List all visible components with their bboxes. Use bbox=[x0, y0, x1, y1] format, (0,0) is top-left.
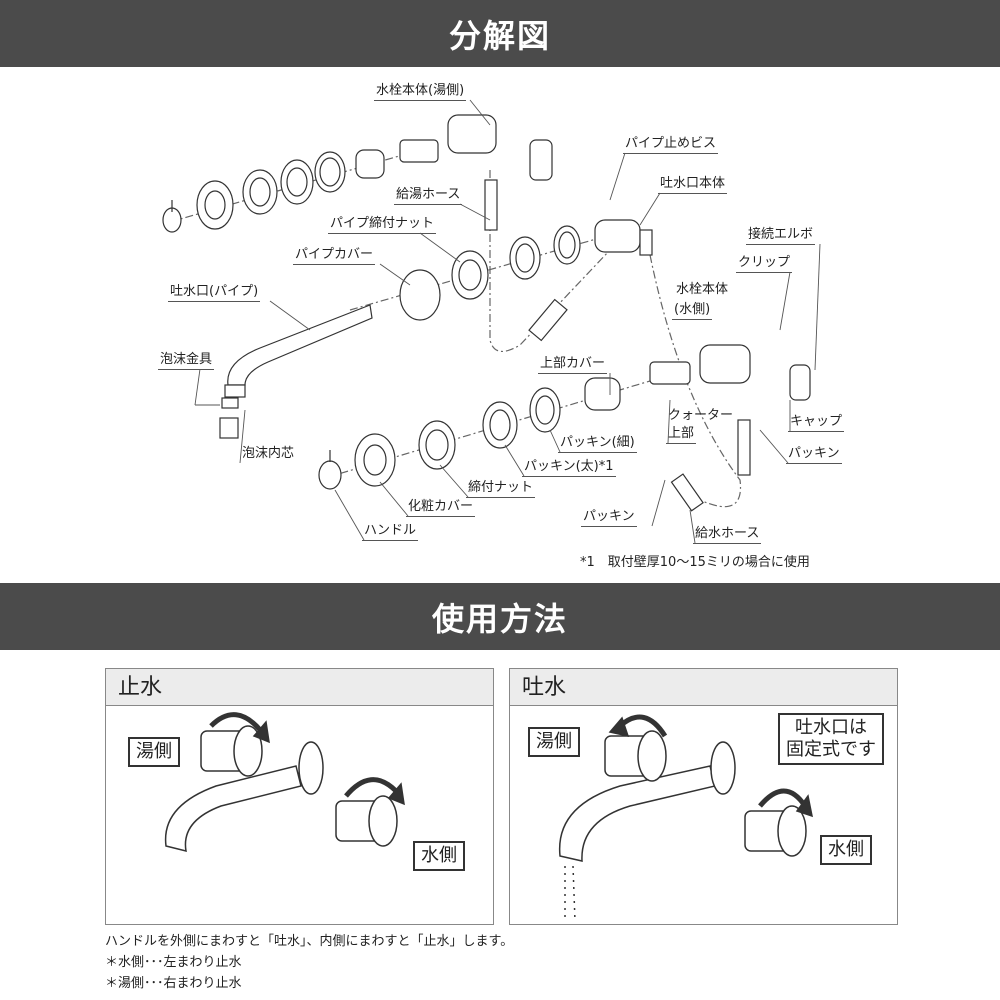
section-header-usage: 使用方法 bbox=[0, 583, 1000, 650]
stop-illustration bbox=[164, 712, 405, 853]
label-nut: 締付ナット bbox=[466, 480, 536, 498]
tag-fixed-spout: 吐水口は 固定式です bbox=[778, 713, 884, 765]
footnote: *1 取付壁厚10～15ミリの場合に使用 bbox=[580, 555, 810, 570]
panel-stop: 止水 湯側 水側 bbox=[105, 668, 494, 925]
label-elbow: 接続エルボ bbox=[746, 227, 816, 245]
tag-hot-side: 湯側 bbox=[528, 727, 580, 757]
flow-illustration bbox=[558, 714, 813, 922]
hot-side-parts bbox=[162, 114, 553, 233]
label-cold-body-side: (水側) bbox=[672, 302, 713, 320]
label-packing-right: パッキン bbox=[786, 446, 842, 464]
label-pipe-nut: パイプ締付ナット bbox=[328, 216, 437, 234]
usage-note: ハンドルを外側にまわすと「吐水」、内側にまわすと「止水」します。 bbox=[105, 934, 514, 949]
label-spout-body: 吐水口本体 bbox=[658, 176, 728, 194]
label-cold-body: 水栓本体 bbox=[676, 282, 729, 297]
label-aerator-core: 泡沫内芯 bbox=[242, 446, 295, 461]
panel-flow-title: 吐水 bbox=[510, 669, 897, 706]
label-quarter: クォーター bbox=[668, 408, 734, 423]
cold-side-parts bbox=[318, 344, 811, 512]
tag-cold-side: 水側 bbox=[413, 841, 465, 871]
label-handle: ハンドル bbox=[362, 523, 419, 541]
label-spout-pipe: 吐水口(パイプ) bbox=[168, 284, 261, 302]
fixed-line-1: 吐水口は bbox=[795, 717, 867, 738]
usage-note-cold: ＊水側･･･左まわり止水 bbox=[105, 955, 242, 970]
label-packing-thin: パッキン(細) bbox=[558, 435, 637, 453]
fixed-line-2: 固定式です bbox=[786, 739, 876, 760]
label-packing-thick: パッキン(太)*1 bbox=[522, 459, 616, 477]
label-hot-hose: 給湯ホース bbox=[394, 187, 463, 205]
tag-cold-side: 水側 bbox=[820, 835, 872, 865]
label-aerator: 泡沫金具 bbox=[158, 352, 215, 370]
spout-parts bbox=[219, 219, 653, 439]
label-pipe-screw: パイプ止めビス bbox=[623, 136, 719, 154]
panel-flow: 吐水 湯側 吐水口は 固定式です 水側 bbox=[509, 668, 898, 925]
label-cap: キャップ bbox=[788, 414, 845, 432]
label-pipe-cover: パイプカバー bbox=[293, 247, 376, 265]
exploded-diagram bbox=[162, 99, 821, 544]
tag-hot-side: 湯側 bbox=[128, 737, 180, 767]
label-packing-bottom: パッキン bbox=[581, 509, 637, 527]
label-quarter-top: 上部 bbox=[666, 426, 697, 444]
usage-note-hot: ＊湯側･･･右まわり止水 bbox=[105, 976, 242, 991]
panel-stop-title: 止水 bbox=[106, 669, 493, 706]
label-clip: クリップ bbox=[736, 255, 793, 273]
section-header-exploded: 分解図 bbox=[0, 0, 1000, 67]
label-cold-hose: 給水ホース bbox=[693, 526, 762, 544]
label-top-cover: 上部カバー bbox=[538, 356, 608, 374]
label-hot-body: 水栓本体(湯側) bbox=[374, 83, 467, 101]
label-deco-cover: 化粧カバー bbox=[406, 499, 476, 517]
